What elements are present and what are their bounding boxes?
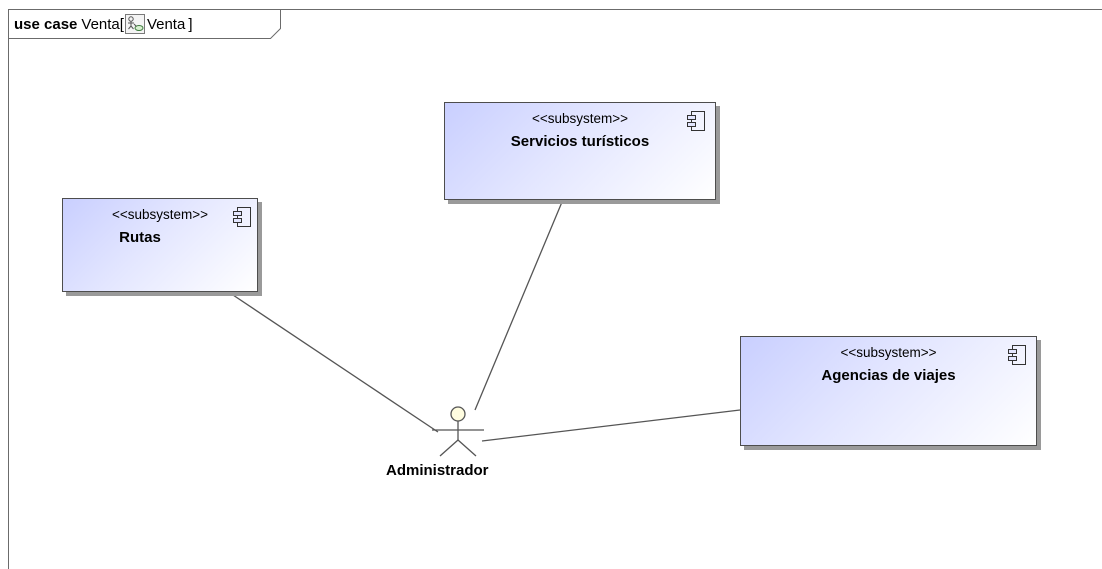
association-line-servicios[interactable] (474, 201, 563, 411)
diagram-canvas (8, 9, 741, 457)
subsystem-rutas[interactable]: <<subsystem>> Rutas (62, 198, 258, 292)
diagram-frame (8, 9, 1102, 569)
subsystem-name: Servicios turísticos (510, 133, 650, 150)
component-icon (233, 207, 251, 227)
subsystem-name: Rutas (119, 229, 161, 246)
actor-icon[interactable] (432, 406, 484, 457)
frame-name: Venta (81, 15, 120, 33)
frame-tab-outline (8, 9, 281, 39)
subsystem-stereotype: <<subsystem>> (840, 345, 937, 360)
frame-tab[interactable]: use case Venta [ Venta ] (9, 10, 202, 38)
subsystem-stereotype: <<subsystem>> (531, 111, 629, 126)
diagram-icon (124, 14, 145, 34)
subsystem-name: Agencias de viajes (821, 367, 956, 384)
association-line-agencias[interactable] (481, 409, 741, 442)
frame-keyword: use case (14, 15, 78, 33)
component-icon (1008, 345, 1026, 365)
subsystem-servicios-turisticos[interactable]: <<subsystem>> Servicios turísticos (444, 102, 716, 200)
frame-open-bracket: [ (119, 15, 124, 33)
subsystem-agencias-de-viajes[interactable]: <<subsystem>> Agencias de viajes (740, 336, 1037, 446)
subsystem-stereotype: <<subsystem>> (111, 207, 209, 222)
actor-name[interactable]: Administrador (386, 462, 489, 479)
frame-close-bracket: ] (188, 15, 193, 33)
association-line-rutas[interactable] (229, 292, 439, 433)
association-lines (229, 201, 741, 442)
component-icon (687, 111, 705, 131)
frame-diagram-ref: Venta (146, 15, 186, 33)
